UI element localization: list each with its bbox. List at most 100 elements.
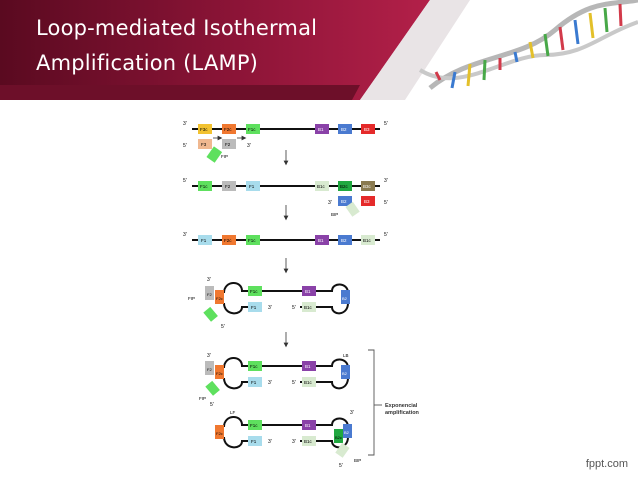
end-label: 5' — [210, 402, 214, 408]
region-label: F2c — [216, 296, 223, 301]
primer-label: BIP — [354, 458, 361, 463]
step-2-template: 5' 3' F1c F2 F1 B1c B2c B3c 3' B2 B3 5' … — [183, 178, 388, 217]
end-label: 3' — [328, 200, 332, 206]
end-label: 3' — [207, 353, 211, 359]
region-b2 — [343, 424, 352, 438]
region-f1 — [198, 235, 212, 245]
region-b3c — [361, 181, 375, 191]
primer-label: FIP — [188, 296, 195, 301]
end-label: 5' — [339, 463, 343, 469]
region-b2c — [334, 429, 343, 443]
step-3-template: 3' 5' F1 F2c F1c B1 B2 B1c — [183, 232, 388, 245]
region-label: B1 — [305, 289, 311, 294]
fip-tail-f1c — [205, 380, 220, 396]
region-label: B1c — [317, 184, 326, 189]
region-b1c — [302, 377, 316, 387]
step-1-template: 3' 5' F3c F2c F1c B1 B2 B3 5' F3 F2 3' F… — [183, 121, 388, 163]
bracket-label-line-2: amplification — [385, 410, 420, 416]
region-label: F1c — [248, 127, 256, 132]
region-label: F2c — [224, 238, 232, 243]
region-f2c — [222, 235, 236, 245]
primer-label: FIP — [221, 154, 228, 159]
loop-primer-label: LB — [343, 353, 349, 358]
dna-helix-icon — [418, 0, 638, 90]
region-b1c — [315, 181, 329, 191]
region-f2 — [205, 286, 214, 300]
region-label: B1c — [304, 305, 313, 310]
step-5-amplicon-1: 3' LB F2 F2c FIP 5' F1c F1 3' B1 5' B1c … — [199, 353, 350, 408]
step-5-amplicon-2: LF 3' F2c F1c F1 3' B1 3' B1c B2 B2c 5' … — [215, 410, 361, 469]
banner-stripe — [360, 0, 470, 100]
region-b2 — [341, 365, 350, 379]
step-4-loop: 3' F2 F2c FIP 5' F1c F1 3' B1 5' B1c B2 — [188, 277, 350, 330]
primer-b3 — [361, 196, 375, 206]
watermark: fppt.com — [585, 458, 628, 470]
region-label: B1c — [304, 439, 313, 444]
region-label: B1 — [305, 364, 311, 369]
bracket-label-line-1: Exponencial — [385, 403, 418, 409]
region-label: B1c — [363, 238, 372, 243]
bip-tail-b1c — [335, 442, 350, 458]
region-b3 — [361, 124, 375, 134]
region-b2 — [338, 235, 352, 245]
region-label: B2 — [342, 371, 348, 376]
bip-tail-b1c — [345, 201, 360, 217]
region-f2 — [222, 181, 236, 191]
region-label: B2c — [340, 184, 349, 189]
region-f1c — [248, 286, 262, 296]
region-b1 — [302, 361, 316, 371]
primer-b2 — [338, 196, 352, 206]
region-label: F1 — [201, 238, 207, 243]
amplification-bracket: Exponencial amplification — [368, 349, 420, 456]
region-label: B1 — [318, 127, 324, 132]
region-b1 — [302, 286, 316, 296]
fip-tail-f1c — [206, 146, 223, 163]
region-b2c — [338, 181, 352, 191]
end-label: 3' — [384, 178, 388, 184]
region-f1 — [248, 302, 262, 312]
end-label: 5' — [292, 305, 296, 311]
end-label: 3' — [247, 143, 251, 149]
region-f1 — [248, 377, 262, 387]
end-label: 5' — [384, 232, 388, 238]
region-label: F1 — [251, 380, 257, 385]
region-label: B1 — [305, 423, 311, 428]
region-f2c — [215, 365, 224, 379]
end-label: 3' — [183, 121, 187, 127]
region-label: F2 — [207, 292, 212, 297]
region-f1c — [198, 181, 212, 191]
end-label: 5' — [384, 121, 388, 127]
region-f1 — [248, 436, 262, 446]
region-label: B3 — [364, 127, 370, 132]
region-label: F1 — [251, 439, 257, 444]
region-b1c — [302, 436, 316, 446]
end-label: 3' — [268, 439, 272, 445]
end-label: 5' — [384, 200, 388, 206]
region-label: B2 — [344, 430, 350, 435]
primer-label: FIP — [199, 396, 206, 401]
region-b1c — [361, 235, 375, 245]
region-f3c — [198, 124, 212, 134]
region-label: F1c — [248, 238, 256, 243]
slide-title-line-2: Amplification (LAMP) — [36, 51, 259, 75]
primer-f2 — [222, 139, 236, 149]
region-b1 — [302, 420, 316, 430]
region-f2c — [222, 124, 236, 134]
region-label: F2 — [225, 184, 231, 189]
primer-label: BIP — [331, 212, 338, 217]
region-f1c — [248, 420, 262, 430]
primer-f3 — [198, 139, 212, 149]
region-f2c — [215, 425, 224, 439]
banner-band — [0, 0, 430, 100]
end-label: 3' — [350, 410, 354, 416]
region-label: F2c — [216, 371, 223, 376]
region-label: F1c — [250, 289, 258, 294]
region-label: B3 — [364, 199, 370, 204]
end-label: 5' — [221, 324, 225, 330]
region-b2 — [338, 124, 352, 134]
loop-primer-label: LF — [230, 410, 236, 415]
end-label: 5' — [183, 178, 187, 184]
region-f2 — [205, 361, 214, 375]
region-b1 — [315, 124, 329, 134]
end-label: 5' — [183, 143, 187, 149]
